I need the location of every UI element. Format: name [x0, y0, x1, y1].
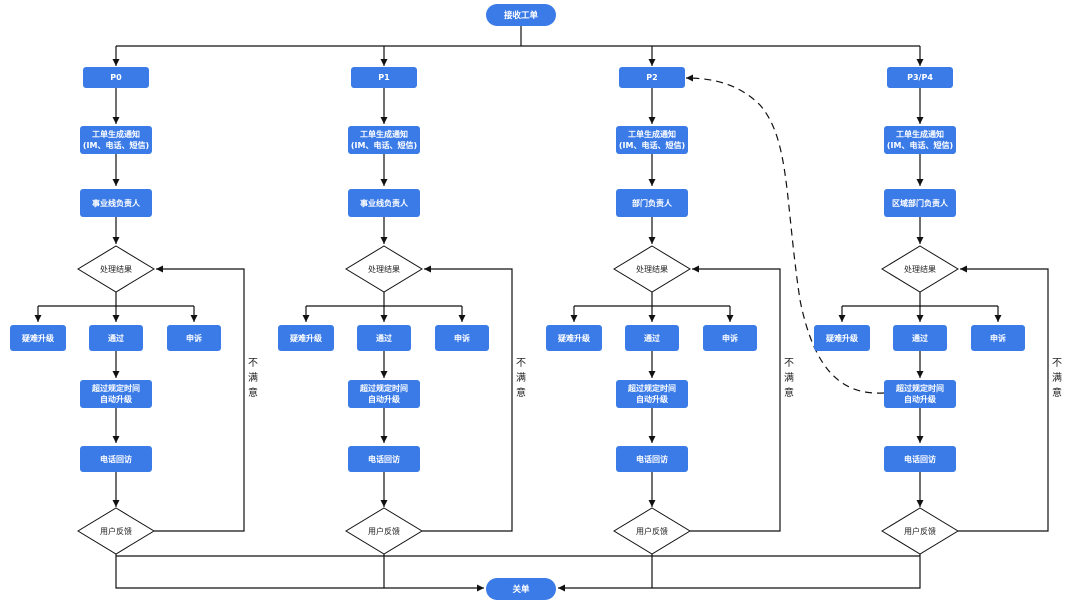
owner-node: 事业线负责人: [348, 189, 420, 217]
escalate-node: 疑难升级: [814, 325, 870, 351]
timeout-node: 超过规定时间 自动升级: [884, 380, 956, 408]
priority-node-p0: P0: [83, 67, 149, 88]
decision-label: 处理结果: [636, 264, 668, 274]
feedback-diamond: [881, 507, 959, 555]
timeout-node: 超过规定时间 自动升级: [616, 380, 688, 408]
pass-node: 通过: [625, 325, 679, 351]
pass-node: 通过: [357, 325, 411, 351]
callback-node: 电话回访: [80, 446, 152, 472]
priority-node-p2: P2: [619, 67, 685, 88]
timeout-node: 超过规定时间 自动升级: [348, 380, 420, 408]
decision-diamond: [77, 245, 155, 293]
unsatisfied-loop: [690, 265, 781, 532]
feedback-diamond: [613, 507, 691, 555]
feedback-diamond: [345, 507, 423, 555]
appeal-node: 申诉: [435, 325, 489, 351]
decision-label: 处理结果: [904, 264, 936, 274]
decision-label: 处理结果: [100, 264, 132, 274]
start-node: 接收工单: [486, 4, 556, 26]
pass-node: 通过: [89, 325, 143, 351]
feedback-label: 用户反馈: [636, 526, 668, 536]
escalation-dashed-arrow: [685, 74, 885, 394]
feedback-label: 用户反馈: [904, 526, 936, 536]
appeal-node: 申诉: [167, 325, 221, 351]
callback-node: 电话回访: [616, 446, 688, 472]
priority-node-p3: P3/P4: [887, 67, 953, 88]
owner-node: 部门负责人: [616, 189, 688, 217]
priority-node-p1: P1: [351, 67, 417, 88]
merge-right-arrow: [558, 556, 921, 592]
feedback-label: 用户反馈: [100, 526, 132, 536]
merge-left-arrow: [115, 556, 484, 592]
end-node: 关单: [486, 578, 556, 600]
timeout-node: 超过规定时间 自动升级: [80, 380, 152, 408]
callback-node: 电话回访: [884, 446, 956, 472]
appeal-node: 申诉: [703, 325, 757, 351]
unsatisfied-label: 不满意: [516, 358, 526, 399]
unsatisfied-label: 不满意: [784, 358, 794, 399]
unsatisfied-label: 不满意: [1052, 358, 1062, 399]
owner-node: 事业线负责人: [80, 189, 152, 217]
notify-node: 工单生成通知 (IM、电话、短信): [348, 126, 420, 154]
owner-node: 区域部门负责人: [884, 189, 956, 217]
decision-diamond: [881, 245, 959, 293]
feedback-diamond: [77, 507, 155, 555]
unsatisfied-loop: [958, 265, 1049, 532]
escalate-node: 疑难升级: [10, 325, 66, 351]
escalate-node: 疑难升级: [278, 325, 334, 351]
unsatisfied-loop: [422, 265, 513, 532]
appeal-node: 申诉: [971, 325, 1025, 351]
decision-diamond: [613, 245, 691, 293]
escalate-node: 疑难升级: [546, 325, 602, 351]
unsatisfied-loop: [154, 265, 245, 532]
pass-node: 通过: [893, 325, 947, 351]
notify-node: 工单生成通知 (IM、电话、短信): [616, 126, 688, 154]
decision-label: 处理结果: [368, 264, 400, 274]
decision-diamond: [345, 245, 423, 293]
notify-node: 工单生成通知 (IM、电话、短信): [884, 126, 956, 154]
feedback-label: 用户反馈: [368, 526, 400, 536]
unsatisfied-label: 不满意: [248, 358, 258, 399]
notify-node: 工单生成通知 (IM、电话、短信): [80, 126, 152, 154]
callback-node: 电话回访: [348, 446, 420, 472]
